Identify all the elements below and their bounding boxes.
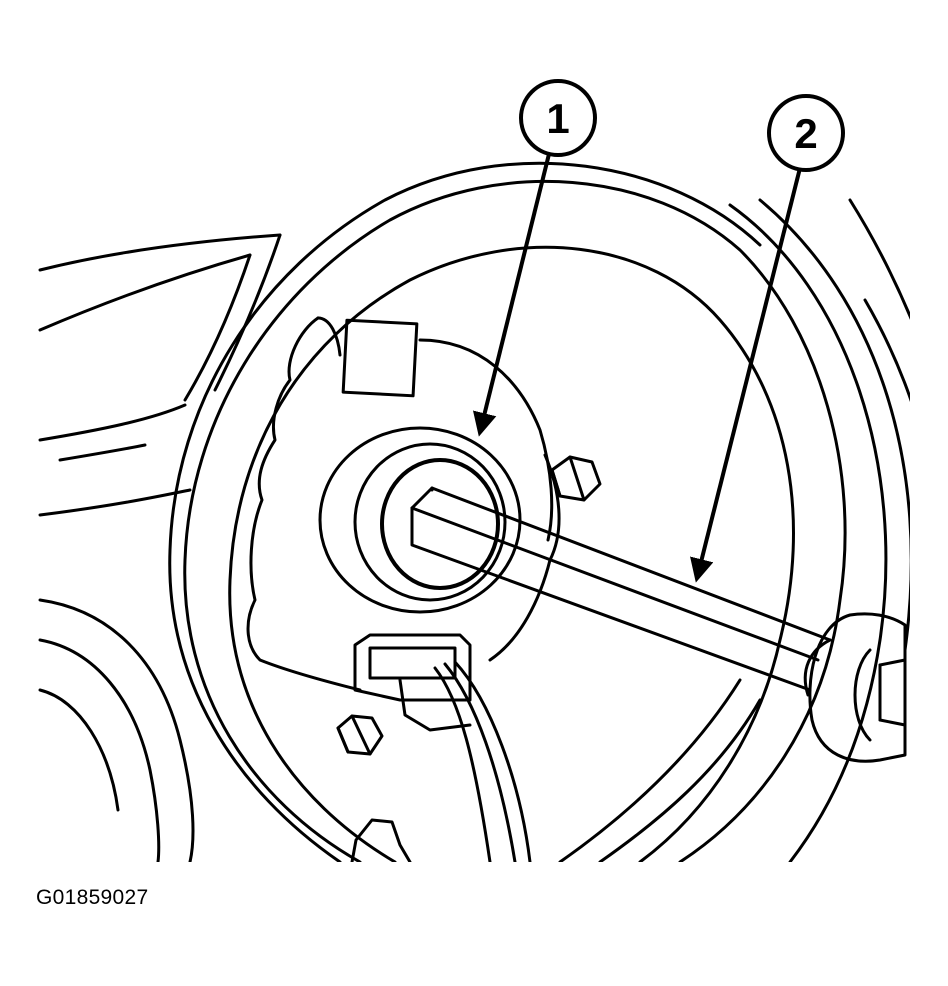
callout-label-1: 1 (546, 95, 569, 142)
dash-contours (38, 233, 282, 862)
puller-handle (808, 612, 907, 763)
hex-bolt-upper (550, 455, 602, 502)
callout-1: 1 (519, 79, 597, 157)
hex-bolt-lower (336, 714, 384, 756)
callout-circle-1 (519, 79, 597, 157)
housing-rings (168, 161, 847, 862)
leader-arrows (472, 149, 802, 583)
callout-circle-2 (767, 94, 845, 172)
lower-clip (350, 818, 412, 862)
wiring-connector (353, 633, 532, 862)
figure-code: G01859027 (36, 886, 149, 909)
callout-label-2: 2 (794, 110, 817, 157)
outer-trim-rings (728, 198, 910, 862)
callout-2: 2 (767, 94, 845, 172)
leader-arrow-1 (472, 149, 552, 437)
leader-arrow-2 (690, 167, 802, 583)
steering-shaft-boss (318, 426, 522, 614)
puller-bar (410, 486, 832, 697)
cover-lines (558, 678, 762, 862)
